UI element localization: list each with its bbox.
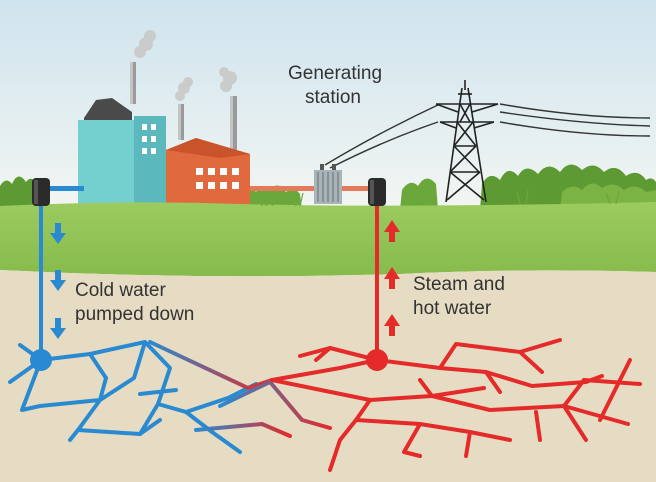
steam-hot-water-label-line-1: Steam and (413, 274, 505, 295)
generating-station-label-line-2: station (305, 87, 361, 108)
smoke (134, 30, 237, 101)
hot-wellhead (368, 178, 386, 206)
cold-fracture-network (8, 340, 258, 454)
cold-water-label-line-2: pumped down (75, 304, 195, 325)
bushes (0, 164, 656, 210)
cyan-building (78, 98, 166, 206)
cold-water-label: Cold water pumped down (75, 279, 194, 327)
transmission-tower (435, 80, 499, 203)
hot-production-point (366, 349, 388, 371)
ground (0, 270, 656, 482)
steam-hot-water-label: Steam and hot water (413, 273, 505, 321)
power-lines (324, 103, 651, 169)
generating-station-label: Generating station (288, 62, 383, 110)
mixed-fracture-network (148, 340, 332, 438)
transformer (314, 164, 342, 204)
cold-wellhead (32, 178, 50, 206)
arrow-down-icon (50, 223, 66, 339)
cold-water-label-line-1: Cold water (75, 280, 166, 301)
steam-hot-water-label-line-2: hot water (413, 298, 492, 319)
arrow-up-icon (384, 220, 400, 336)
generating-station-label-line-1: Generating (288, 63, 383, 84)
cold-injection-point (30, 349, 52, 371)
chimneys (130, 62, 237, 152)
grass-tufts (257, 189, 620, 207)
surface-pipe-cold (44, 186, 84, 191)
surface-pipe-hot (250, 186, 372, 191)
red-building (166, 138, 250, 206)
hot-fracture-network (270, 338, 642, 472)
grass-band (0, 202, 656, 277)
